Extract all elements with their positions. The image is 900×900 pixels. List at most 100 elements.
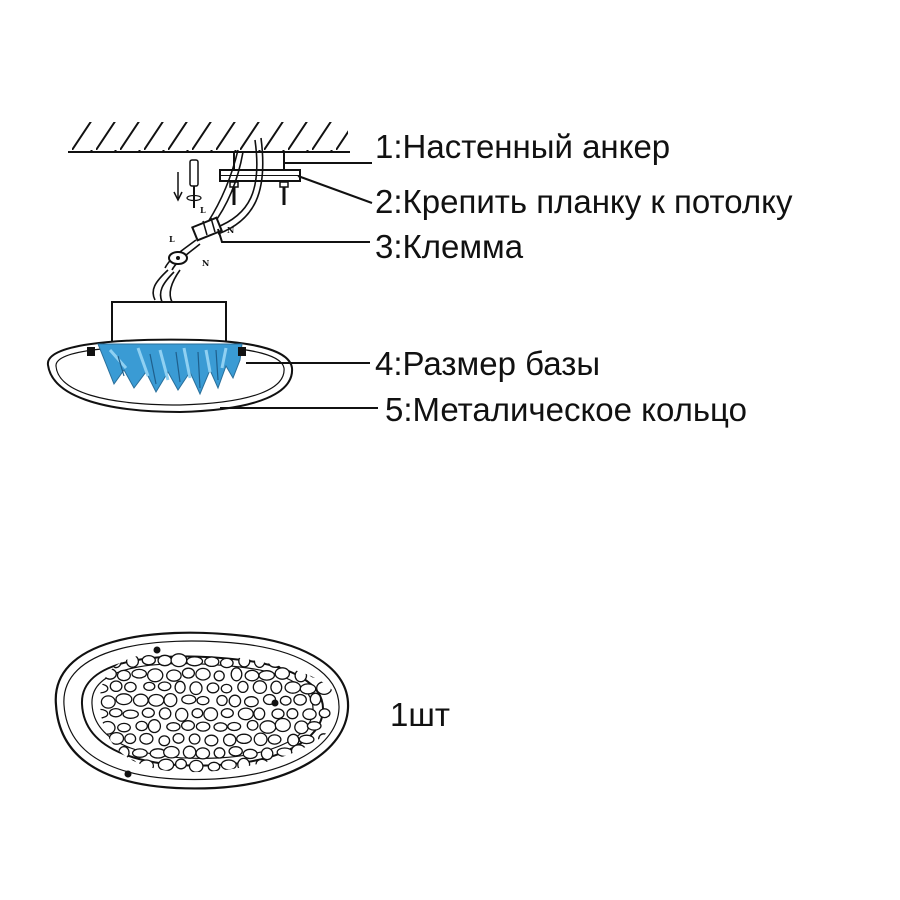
screwdriver-icon [186, 159, 202, 208]
pebble [180, 720, 196, 731]
pebble [309, 692, 322, 706]
pebble [141, 707, 155, 719]
pebble [108, 707, 123, 718]
pebble [131, 668, 148, 679]
pebble [293, 693, 307, 706]
pebble [253, 707, 266, 721]
pebble [116, 669, 131, 682]
pebble [174, 707, 189, 722]
pebble [191, 708, 204, 719]
pebble [117, 722, 131, 733]
pebble [124, 681, 137, 693]
pebble [267, 734, 282, 745]
pebble [220, 683, 233, 694]
pebble [306, 721, 322, 731]
pebble [213, 670, 225, 682]
pebble [166, 669, 182, 682]
pebble [157, 758, 175, 772]
pebble [188, 759, 204, 773]
pebble [246, 719, 259, 731]
pebble [158, 735, 171, 747]
pebble [100, 695, 116, 709]
wire-mark-l-lower: L [169, 234, 175, 244]
shade-clips [87, 347, 246, 356]
pebble [237, 707, 254, 721]
label-terminal: 3:Клемма [375, 228, 524, 265]
pebble [203, 707, 219, 722]
label-wall-anchor: 1:Настенный анкер [375, 128, 670, 165]
pebble [141, 654, 156, 666]
pebble [252, 680, 268, 695]
pebble [170, 653, 188, 668]
pebble [204, 656, 220, 668]
quantity-label: 1шт [390, 696, 450, 733]
pebble [163, 745, 180, 759]
pebble [181, 694, 197, 705]
pebble [270, 680, 283, 695]
pebble [258, 670, 276, 681]
label-metal-ring: 5:Металическое кольцо [385, 391, 747, 428]
wire-mark-l-upper: L [200, 205, 206, 215]
pebble [188, 733, 201, 745]
pebble [195, 747, 211, 760]
pebble [147, 719, 162, 734]
fixture-top-view [54, 631, 350, 790]
pebble [242, 748, 258, 760]
pebble [236, 733, 252, 745]
pebble [286, 708, 299, 720]
pebble [237, 680, 249, 694]
down-arrow-icon [173, 172, 183, 202]
pebble [163, 692, 178, 708]
pebble [260, 747, 274, 761]
pebble [174, 758, 188, 770]
pebble [115, 693, 133, 706]
pebble [207, 761, 221, 772]
pebble [259, 720, 277, 734]
pebble [220, 759, 237, 771]
pebble [294, 720, 309, 735]
pebble [109, 680, 123, 693]
pebble [222, 733, 237, 747]
pebble [131, 748, 148, 758]
pebble [147, 693, 165, 707]
crystal-cluster [97, 343, 243, 396]
pebble [158, 707, 172, 720]
pebble [196, 695, 210, 706]
pebble [157, 654, 173, 667]
wire-connector [168, 251, 188, 265]
ceiling [68, 122, 350, 153]
pebble [108, 731, 125, 745]
mounting-bar [219, 169, 301, 182]
pebble [195, 667, 211, 681]
pebble [318, 708, 331, 719]
pebble [181, 667, 196, 679]
pebble [219, 657, 234, 669]
pebble [182, 745, 197, 759]
pebble [253, 732, 268, 747]
pebble [287, 733, 300, 747]
pebble [284, 681, 302, 694]
pebble [143, 681, 156, 692]
pebble [244, 669, 260, 682]
pebble [172, 732, 185, 744]
pebble [213, 747, 226, 759]
pebble [298, 734, 315, 745]
pebble [279, 695, 292, 706]
pebble [122, 709, 139, 719]
leader-lines [217, 157, 378, 409]
wire-mark-n-upper: N [227, 225, 234, 235]
pebble [227, 721, 242, 732]
pebble [317, 760, 334, 773]
pebble [132, 693, 149, 707]
pebble [135, 720, 149, 732]
pebble [216, 694, 228, 707]
pebble [228, 746, 243, 757]
pebble [230, 667, 243, 682]
label-mount-bar: 2:Крепить планку к потолку [375, 183, 793, 220]
fixture-canopy [111, 301, 227, 343]
pebble [274, 667, 291, 680]
pebble [146, 668, 164, 683]
pebble [274, 717, 291, 733]
pebble [195, 721, 211, 732]
